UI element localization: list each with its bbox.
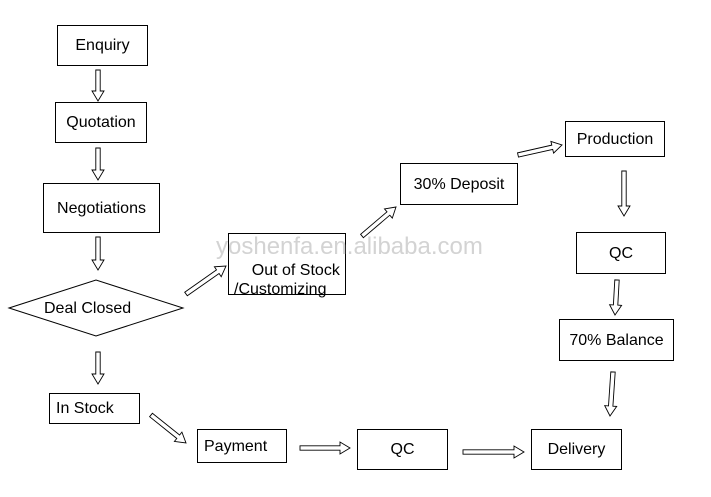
node-out-of-stock: Out of Stock /Customizing (228, 233, 346, 298)
arrow-enquiry-to-quotation (91, 69, 105, 102)
node-qc-stock: QC (357, 429, 448, 470)
arrow-payment-to-qc (299, 441, 351, 455)
node-balance-label: 70% Balance (569, 331, 664, 349)
arrow-deposit-to-production (516, 140, 563, 158)
node-enquiry-label: Enquiry (75, 37, 130, 54)
node-qc-production: QC (576, 232, 666, 274)
node-balance: 70% Balance (559, 319, 674, 361)
node-negotiations: Negotiations (43, 183, 160, 233)
node-delivery-label: Delivery (547, 441, 606, 458)
arrow-out-of-stock-to-deposit (359, 206, 397, 239)
arrow-in-stock-to-payment (148, 412, 187, 444)
node-production-label: Production (576, 130, 654, 148)
node-deal-closed-label: Deal Closed (44, 300, 132, 317)
node-quotation: Quotation (55, 102, 147, 143)
node-out-of-stock-label: Out of Stock /Customizing (234, 262, 340, 298)
node-quotation-label: Quotation (66, 114, 136, 131)
node-payment-label: Payment (204, 437, 268, 455)
node-payment: Payment (197, 429, 287, 463)
arrow-production-to-qc (617, 170, 631, 217)
watermark-text: yoshenfa.en.alibaba.com (216, 233, 483, 260)
node-in-stock: In Stock (49, 393, 140, 424)
node-delivery: Delivery (531, 429, 622, 470)
arrow-qc-to-balance (608, 279, 623, 316)
arrow-qc-to-delivery (462, 445, 525, 459)
node-deposit-label: 30% Deposit (413, 175, 505, 193)
arrow-deal-to-in-stock (91, 351, 105, 385)
node-in-stock-label: In Stock (56, 400, 114, 417)
node-production: Production (565, 121, 665, 157)
node-qc-stock-label: QC (390, 441, 415, 458)
arrow-quotation-to-negotiations (91, 147, 105, 181)
arrow-balance-to-delivery (603, 371, 618, 417)
arrow-negotiations-to-deal (91, 236, 105, 271)
arrow-deal-to-out-of-stock (184, 265, 227, 297)
node-enquiry: Enquiry (57, 25, 148, 66)
node-negotiations-label: Negotiations (57, 199, 146, 217)
node-qc-production-label: QC (609, 244, 633, 262)
node-deposit: 30% Deposit (400, 163, 518, 205)
